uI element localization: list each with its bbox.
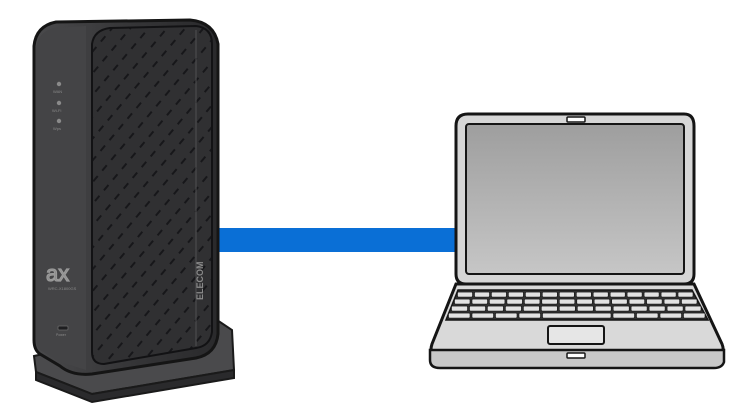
keyboard-key [474, 291, 490, 298]
keyboard-key [594, 305, 612, 312]
keyboard-key [523, 305, 540, 312]
keyboard-key [454, 298, 471, 305]
keyboard-key [666, 305, 684, 312]
keyboard-key [609, 291, 626, 298]
indicator-label-wan: WAN [53, 89, 62, 94]
keyboard-key [612, 305, 630, 312]
keyboard-key [448, 312, 471, 319]
keyboard-key [648, 305, 666, 312]
keyboard-key [643, 291, 660, 298]
keyboard-key [525, 291, 541, 298]
keyboard-key [495, 312, 518, 319]
indicator-label-wps: Wps [53, 126, 61, 131]
keyboard-key [558, 298, 576, 305]
wan-led-icon [56, 81, 62, 87]
keyboard-key [576, 298, 593, 305]
keyboard-key [471, 298, 488, 305]
keyboard-keys [448, 291, 706, 319]
keyboard-key [593, 298, 611, 305]
ax-badge: ax [46, 261, 69, 286]
webcam-icon [566, 116, 586, 123]
keyboard-key [681, 298, 698, 305]
keyboard-key [636, 312, 659, 319]
keyboard-key [451, 305, 468, 312]
keyboard-key [683, 312, 706, 319]
keyboard-key [558, 305, 576, 312]
keyboard-key [489, 298, 506, 305]
keyboard-key [576, 305, 594, 312]
router: WAN Wi-Fi Wps ax WRC-X1800GS ELECOM Powe… [32, 18, 236, 404]
power-button-icon [57, 325, 69, 331]
laptop-screen [465, 123, 685, 275]
keyboard-key [611, 298, 628, 305]
keyboard-key [540, 305, 558, 312]
indicator-label-wifi: Wi-Fi [52, 108, 61, 113]
keyboard-key [677, 291, 694, 298]
keyboard-key [524, 298, 541, 305]
keyboard-key [471, 312, 494, 319]
power-label: Power [56, 333, 67, 337]
keyboard-key [630, 305, 648, 312]
keyboard-key [542, 312, 612, 319]
keyboard-key [612, 312, 635, 319]
keyboard-key [487, 305, 504, 312]
wifi-led-icon [56, 100, 62, 106]
model-text: WRC-X1800GS [48, 286, 77, 291]
keyboard-key [558, 291, 575, 298]
side-brand: ELECOM [195, 261, 205, 300]
keyboard-key [505, 305, 522, 312]
keyboard-key [646, 298, 663, 305]
keyboard-key [663, 298, 680, 305]
keyboard-key [575, 291, 592, 298]
keyboard-key [592, 291, 609, 298]
keyboard-key [660, 291, 677, 298]
keyboard-key [684, 305, 702, 312]
keyboard-key [506, 298, 523, 305]
keyboard-key [457, 291, 473, 298]
keyboard-key [508, 291, 524, 298]
keyboard-key [541, 298, 558, 305]
network-link [206, 228, 462, 252]
keyboard-key [491, 291, 507, 298]
wps-led-icon [56, 118, 62, 124]
front-latch-icon [566, 352, 586, 359]
trackpad [547, 325, 605, 345]
laptop-keyboard [444, 289, 710, 321]
laptop [428, 112, 726, 370]
keyboard-key [518, 312, 541, 319]
keyboard-key [626, 291, 643, 298]
keyboard-key [659, 312, 682, 319]
keyboard-key [541, 291, 558, 298]
router-vent-panel [91, 24, 213, 366]
keyboard-key [628, 298, 645, 305]
keyboard-key [469, 305, 486, 312]
